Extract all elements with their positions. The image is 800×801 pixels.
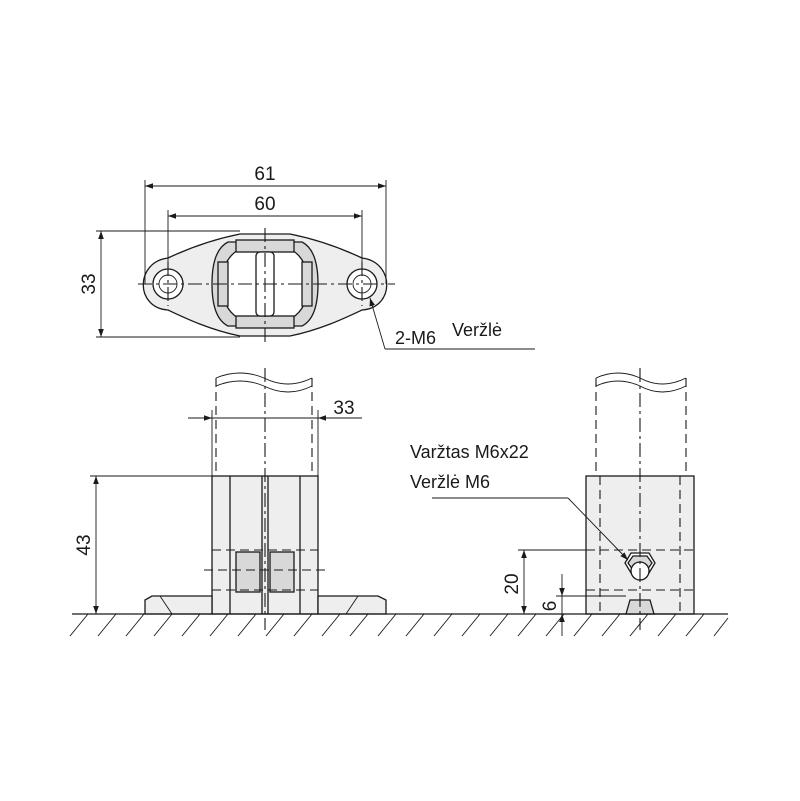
dim-top-height: 33 (79, 273, 100, 294)
hole-callout: 2-M6 (395, 328, 436, 348)
front-base-flange (144, 595, 213, 615)
dim-hole-spacing: 60 (254, 194, 275, 215)
dim-bolt-height: 20 (502, 573, 523, 594)
top-view: 61 60 33 2-M6 Veržlė (79, 164, 535, 350)
front-view: 33 43 (74, 368, 387, 630)
bolt-label: Varžtas M6x22 (410, 442, 529, 462)
dim-front-height: 43 (74, 534, 95, 555)
top-nut-label: Veržlė (452, 320, 502, 340)
ground-line (69, 613, 729, 637)
dim-overall-width: 61 (254, 164, 275, 185)
side-nut-label: Veržlė M6 (410, 472, 490, 492)
dim-nut-height: 6 (540, 601, 561, 612)
dim-tube-width: 33 (333, 398, 354, 419)
side-view: Varžtas M6x22 Veržlė M6 20 6 (410, 368, 695, 636)
